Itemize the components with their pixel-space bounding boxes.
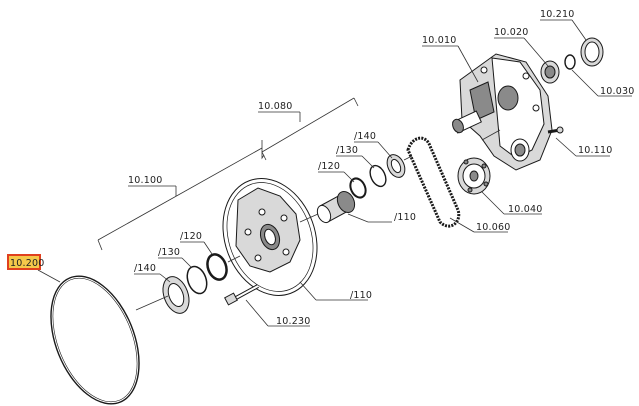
label-lower-140[interactable]: /140: [134, 263, 156, 274]
sprocket-10-040[interactable]: [457, 157, 491, 195]
pin-10-110[interactable]: [547, 126, 564, 134]
seal-140-upper[interactable]: [384, 152, 409, 181]
shaft-110-upper[interactable]: [315, 189, 358, 225]
label-upper-140[interactable]: /140: [354, 131, 376, 142]
label-lower-130[interactable]: /130: [158, 247, 180, 258]
bolt-10-230[interactable]: [224, 284, 259, 306]
label-10-020[interactable]: 10.020: [494, 27, 528, 38]
label-lower-120[interactable]: /120: [180, 231, 202, 242]
label-10-110[interactable]: 10.110: [578, 145, 612, 156]
label-10-080[interactable]: 10.080: [258, 101, 292, 112]
bearing-10-020[interactable]: [540, 60, 560, 84]
label-upper-120[interactable]: /120: [318, 161, 340, 172]
label-10-060[interactable]: 10.060: [476, 222, 510, 233]
ring-130-upper[interactable]: [367, 163, 389, 189]
cover-plate-10-100[interactable]: [207, 165, 333, 309]
label-10-210[interactable]: 10.210: [540, 9, 574, 20]
leader-lines: [37, 19, 632, 327]
label-10-230[interactable]: 10.230: [276, 316, 310, 327]
label-10-100[interactable]: 10.100: [128, 175, 162, 186]
label-10-010[interactable]: 10.010: [422, 35, 456, 46]
label-upper-110[interactable]: /110: [394, 212, 416, 223]
ring-130-lower[interactable]: [184, 264, 210, 296]
label-upper-130[interactable]: /130: [336, 145, 358, 156]
part-labels: 10.210 10.020 10.010 10.030 10.080 10.11…: [7, 9, 634, 327]
ring-120-upper[interactable]: [347, 176, 368, 200]
pump-housing-10-010[interactable]: [451, 53, 553, 171]
ring-10-210[interactable]: [580, 37, 604, 67]
ring-120-lower[interactable]: [204, 252, 230, 283]
seal-140-lower[interactable]: [158, 273, 194, 317]
label-10-200-highlight[interactable]: 10.200: [7, 254, 44, 270]
chain-10-060[interactable]: [406, 136, 461, 228]
label-10-200[interactable]: 10.200: [10, 258, 44, 269]
o-ring-10-200[interactable]: [34, 263, 157, 406]
label-lower-110[interactable]: /110: [350, 290, 372, 301]
label-10-030[interactable]: 10.030: [600, 86, 634, 97]
label-10-040[interactable]: 10.040: [508, 204, 542, 215]
ring-10-030[interactable]: [564, 54, 576, 70]
